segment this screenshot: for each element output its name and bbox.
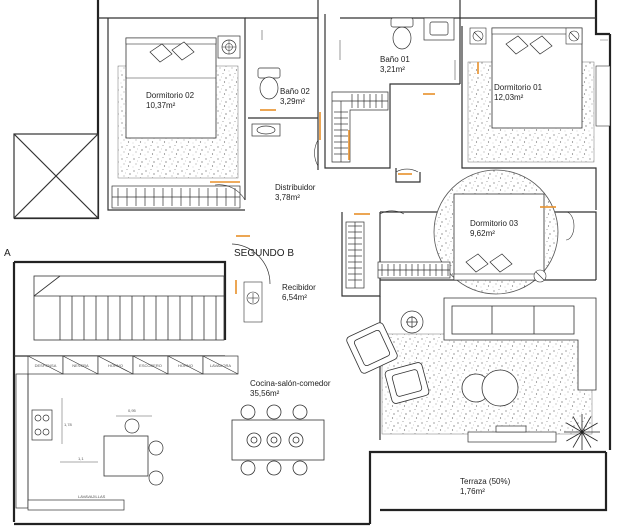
plate-icon bbox=[270, 436, 278, 444]
bar-stools bbox=[124, 418, 164, 486]
staircase bbox=[33, 275, 225, 341]
plate-icon bbox=[292, 436, 300, 444]
sink-icon bbox=[251, 123, 281, 137]
openings bbox=[210, 62, 556, 294]
kitchen: DESPENSA NEVERA HORNO ESCOBERO HORNO LAVADORA… bbox=[15, 355, 331, 511]
terrace: Terraza (50%) 1,76m² bbox=[460, 477, 511, 496]
dining-chair bbox=[292, 460, 308, 476]
room-name: Dormitorio 01 bbox=[494, 83, 543, 92]
leaf bbox=[566, 422, 583, 433]
appliance-label: NEVERA bbox=[72, 363, 89, 368]
appliance-label: DESPENSA bbox=[35, 363, 57, 368]
dimension-178: 1,78 bbox=[64, 422, 73, 427]
dining-set bbox=[231, 404, 325, 476]
side-table bbox=[400, 310, 424, 334]
dimension-11: 1,1 bbox=[78, 456, 84, 461]
wardrobe bbox=[111, 185, 241, 209]
appliance-label: HORNO bbox=[178, 363, 193, 368]
lamp-icon bbox=[565, 27, 583, 45]
bedroom-01: Dormitorio 01 12,03m² bbox=[467, 27, 611, 163]
room-area: 3,21m² bbox=[380, 65, 405, 74]
entry-door-swing bbox=[231, 243, 271, 285]
bathroom-01: Baño 01 3,21m² bbox=[339, 17, 456, 80]
unit-diagonal bbox=[132, 355, 169, 375]
leaf bbox=[581, 416, 592, 433]
tv-unit bbox=[467, 425, 557, 443]
plate-icon bbox=[250, 436, 258, 444]
unit-diagonal bbox=[27, 355, 64, 375]
room-name: Dormitorio 03 bbox=[470, 219, 519, 228]
unit-a-label: A bbox=[4, 248, 11, 259]
sofa bbox=[443, 297, 597, 391]
dishwasher-label: LAVAVAJILLAS bbox=[78, 494, 106, 499]
corridor-wardrobe bbox=[331, 91, 389, 163]
room-name: Recibidor bbox=[282, 283, 316, 292]
room-name: Cocina-salón-comedor bbox=[250, 379, 331, 388]
bed bbox=[125, 37, 217, 139]
unit-diagonal bbox=[167, 355, 204, 375]
dining-chair bbox=[240, 460, 256, 476]
bedroom-03: Dormitorio 03 9,62m² bbox=[345, 169, 575, 295]
room-area: 3,78m² bbox=[275, 193, 300, 202]
dimensions bbox=[60, 398, 152, 463]
appliance-label: ESCOBERO bbox=[139, 363, 162, 368]
toilet-icon bbox=[390, 17, 414, 50]
armchair bbox=[346, 322, 398, 374]
room-name: Distribuidor bbox=[275, 183, 316, 192]
lamp-icon bbox=[217, 35, 241, 59]
plant-icon bbox=[564, 414, 600, 450]
cooktop-icon bbox=[31, 409, 53, 441]
tall-units: DESPENSA NEVERA HORNO ESCOBERO HORNO LAVADORA bbox=[27, 355, 239, 375]
room-area: 12,03m² bbox=[494, 93, 524, 102]
kitchen-island bbox=[103, 435, 149, 477]
room-area: 3,29m² bbox=[280, 97, 305, 106]
sink-icon bbox=[423, 17, 455, 41]
dining-chair bbox=[240, 404, 256, 420]
leaf bbox=[572, 416, 583, 433]
distributor: Distribuidor 3,78m² bbox=[275, 183, 316, 202]
leaf bbox=[572, 431, 583, 448]
recibidor: Recibidor 6,54m² bbox=[243, 281, 316, 323]
unit-diagonal bbox=[202, 355, 239, 375]
dining-chair bbox=[292, 404, 308, 420]
bedroom-02: Dormitorio 02 10,37m² bbox=[111, 35, 241, 209]
doors bbox=[214, 139, 419, 215]
appliance-label: HORNO bbox=[108, 363, 123, 368]
room-area: 6,54m² bbox=[282, 293, 307, 302]
living-area bbox=[346, 297, 600, 450]
armchair bbox=[384, 362, 430, 404]
dimension-095: 0,95 bbox=[128, 408, 137, 413]
leaf bbox=[581, 422, 598, 433]
leaf bbox=[566, 431, 583, 442]
leaf bbox=[581, 431, 592, 448]
lamp-icon bbox=[533, 269, 547, 283]
dining-chair bbox=[266, 460, 282, 476]
room-area: 10,37m² bbox=[146, 101, 176, 110]
room-name: Terraza (50%) bbox=[460, 477, 511, 486]
kitchen-counter bbox=[15, 373, 125, 511]
interior-walls bbox=[13, 0, 597, 440]
unit-diagonal bbox=[62, 355, 99, 375]
unit-b-label: SEGUNDO B bbox=[234, 248, 294, 259]
room-area: 35,56m² bbox=[250, 389, 280, 398]
unit-diagonal bbox=[97, 355, 134, 375]
lamp-icon bbox=[243, 281, 263, 323]
appliance-label: LAVADORA bbox=[210, 363, 232, 368]
room-area: 9,62m² bbox=[470, 229, 495, 238]
room-name: Baño 02 bbox=[280, 87, 310, 96]
coffee-table bbox=[461, 369, 519, 407]
room-area: 1,76m² bbox=[460, 487, 485, 496]
room-name: Dormitorio 02 bbox=[146, 91, 195, 100]
lamp-icon bbox=[469, 27, 487, 45]
wardrobe bbox=[345, 221, 451, 289]
unit-labels: A SEGUNDO B bbox=[4, 243, 294, 285]
bathroom-02: Baño 02 3,29m² bbox=[251, 30, 310, 137]
leaf bbox=[581, 431, 598, 442]
toilet-icon bbox=[257, 67, 281, 100]
stair-step bbox=[33, 275, 61, 297]
dining-chair bbox=[266, 404, 282, 420]
room-name: Baño 01 bbox=[380, 55, 410, 64]
